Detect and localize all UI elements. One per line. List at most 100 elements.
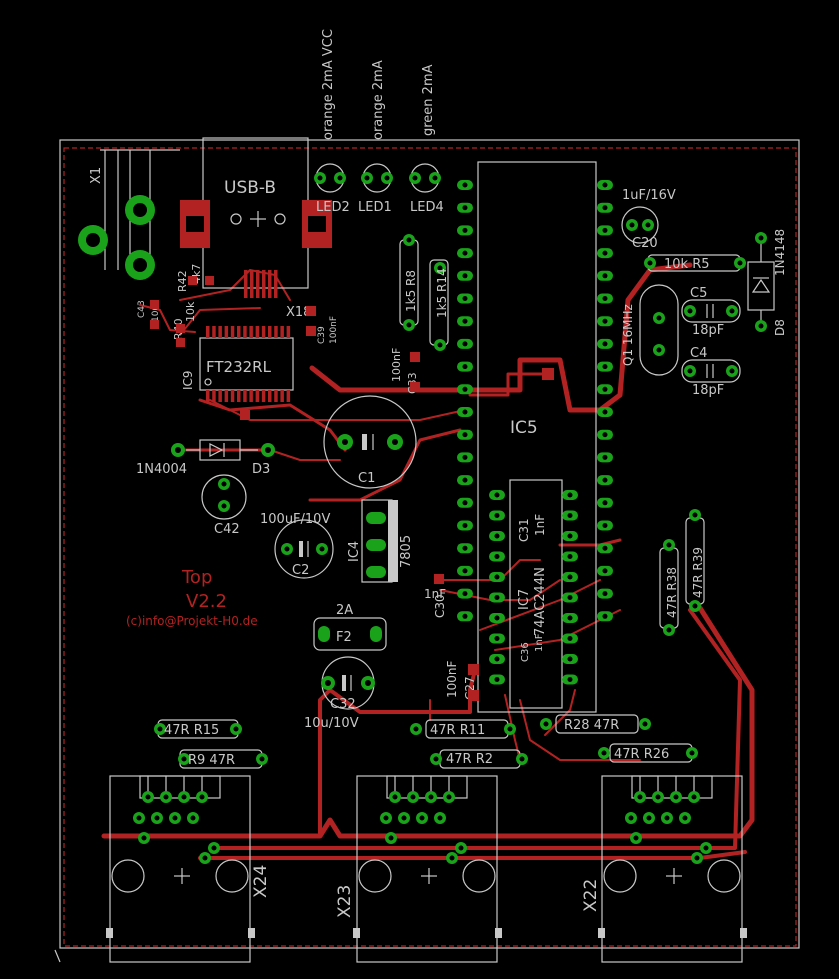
- led2-label: LED2: [316, 200, 350, 215]
- ft232rl-pin: [261, 390, 266, 402]
- c4-value: 18pF: [692, 383, 724, 398]
- ft232rl-pin: [243, 390, 247, 402]
- ft232rl-pin: [218, 390, 222, 402]
- c36-value: 1nF: [534, 633, 545, 652]
- c5-value: 18pF: [692, 323, 724, 338]
- rj-mount-hole: [603, 859, 637, 893]
- r42-pad-b: [205, 276, 214, 285]
- f2-value: 2A: [336, 603, 353, 618]
- rj-housing: [601, 775, 743, 963]
- ft232rl-pin: [224, 326, 229, 338]
- r8-resistor: [399, 234, 419, 331]
- ft232rl-pin: [243, 326, 247, 338]
- c27-pad-a: [468, 664, 479, 675]
- c31-label: C31: [517, 518, 531, 542]
- c33-value: 100nF: [390, 348, 403, 382]
- c4-label: C4: [690, 346, 707, 361]
- r40-value: 10k: [184, 301, 197, 322]
- led2-desc: orange 2mA VCC: [321, 29, 336, 140]
- c27-value: 100nF: [445, 660, 459, 698]
- led1-label: LED1: [358, 200, 392, 215]
- ft232rl-pin: [274, 270, 278, 298]
- c32-label: C32: [330, 697, 356, 712]
- ft232rl-pin: [268, 390, 272, 402]
- c43-label: C43: [137, 300, 147, 318]
- r14-resistor: [429, 259, 449, 351]
- ft232rl-pin: [249, 390, 253, 402]
- led4-label: LED4: [410, 200, 444, 215]
- c31-value: 1nF: [533, 514, 547, 536]
- led1: [361, 163, 393, 193]
- d8-label: D8: [773, 319, 787, 336]
- x23-label: X23: [335, 885, 355, 918]
- r28-label: R28 47R: [564, 718, 619, 733]
- ft232rl-pin: [262, 270, 266, 298]
- c20-label: C20: [632, 236, 658, 251]
- copyright-label: (c)info@Projekt-H0.de: [126, 614, 258, 628]
- board-outline: [59, 139, 800, 949]
- ft232rl-pin: [268, 326, 272, 338]
- c42-capacitor: [201, 474, 247, 520]
- rj-mount-hole: [358, 859, 392, 893]
- r14-label: 1k5 R14: [435, 268, 449, 318]
- ft232rl-pin: [280, 326, 284, 338]
- x23-connector: [353, 775, 502, 963]
- x18-label: X18: [286, 305, 311, 320]
- ic9-label: IC9: [181, 370, 195, 390]
- ft232rl-pin: [218, 326, 222, 338]
- rj-mount-hole: [462, 859, 496, 893]
- ft232rl-pin: [206, 326, 210, 338]
- c39-pad-a: [306, 306, 316, 316]
- rj-housing: [356, 775, 498, 963]
- top-label: Top: [181, 567, 212, 588]
- c2-capacitor: [274, 519, 334, 579]
- r39-label: 47R R39: [691, 547, 705, 598]
- x1-label: X1: [89, 167, 104, 184]
- d8-diode: [747, 232, 775, 332]
- rj-mount-hole: [111, 859, 145, 893]
- r2-resistor: [430, 749, 528, 769]
- ft232rl-pin: [224, 390, 229, 402]
- ft232rl-pin: [274, 326, 278, 338]
- c27-pad-b: [468, 690, 479, 701]
- ft232rl-pad-extra: [240, 410, 250, 420]
- c39-label: C39: [317, 326, 327, 344]
- d3-diode: [171, 439, 275, 461]
- rj-housing: [109, 775, 251, 963]
- c1-label: C1: [358, 471, 375, 486]
- ft232rl-pin: [212, 326, 216, 338]
- ft232rl-pin: [280, 390, 284, 402]
- c2-value: 100uF/10V: [260, 512, 330, 527]
- c5-label: C5: [690, 286, 707, 301]
- x24-connector: [106, 775, 255, 963]
- led4-desc: green 2mA: [421, 64, 436, 136]
- r26-resistor: [598, 743, 698, 763]
- d8-value: 1N4148: [773, 229, 787, 276]
- r9-resistor: [178, 749, 268, 769]
- c32-value: 10u/10V: [304, 716, 359, 731]
- c2-label: C2: [292, 563, 309, 578]
- led2: [314, 163, 346, 193]
- ft232rl-pin: [230, 326, 235, 338]
- x22-connector: [598, 775, 747, 963]
- ic5-via: [542, 368, 554, 380]
- board-edge-line: [54, 949, 61, 963]
- r15-label: 47R R15: [164, 723, 219, 738]
- x24-label: X24: [251, 865, 271, 898]
- r26-label: 47R R26: [614, 747, 669, 762]
- ft232rl-pin: [237, 390, 241, 402]
- c20-capacitor: [621, 206, 659, 244]
- ic7-chip: [489, 479, 578, 709]
- c30-pad-a: [434, 574, 444, 584]
- rj-mount-hole: [215, 859, 249, 893]
- c36-label: C36: [520, 642, 531, 662]
- r38-label: 47R R38: [665, 567, 679, 618]
- q1-label: Q1 16MHz: [621, 304, 635, 366]
- x22-label: X22: [581, 879, 601, 912]
- board-keepout: [63, 147, 797, 947]
- ic4-regulator: [361, 499, 398, 583]
- r15-resistor: [154, 719, 242, 739]
- ic7-label: IC7: [517, 589, 532, 610]
- usb-b-connector: [180, 137, 332, 289]
